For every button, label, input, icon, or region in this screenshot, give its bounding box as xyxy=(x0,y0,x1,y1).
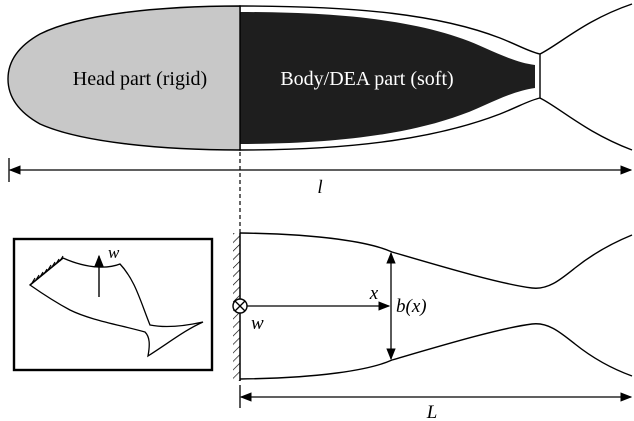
inset-fish-body xyxy=(28,257,204,358)
tail-lower xyxy=(539,97,633,151)
head-label: Head part (rigid) xyxy=(73,68,207,90)
length-l-label: l xyxy=(317,177,322,198)
head-part xyxy=(7,5,241,151)
length-L-label: L xyxy=(426,402,438,421)
fish-robot: Head part (rigid) Body/DEA part (soft) xyxy=(7,3,633,151)
body-dea-part xyxy=(240,12,535,144)
x-label: x xyxy=(369,283,379,304)
inset-box: w xyxy=(12,237,214,372)
beam-model: w x b(x) L xyxy=(232,232,633,421)
tail-upper xyxy=(539,3,633,55)
inset-w-label: w xyxy=(108,243,120,262)
b-label: b(x) xyxy=(396,296,427,317)
w-label: w xyxy=(251,313,264,334)
length-l-dimension: l xyxy=(8,158,633,198)
body-label: Body/DEA part (soft) xyxy=(280,68,453,90)
w-axis-symbol xyxy=(232,298,248,314)
beam-lower-edge xyxy=(239,323,633,380)
beam-upper-edge xyxy=(239,232,633,289)
